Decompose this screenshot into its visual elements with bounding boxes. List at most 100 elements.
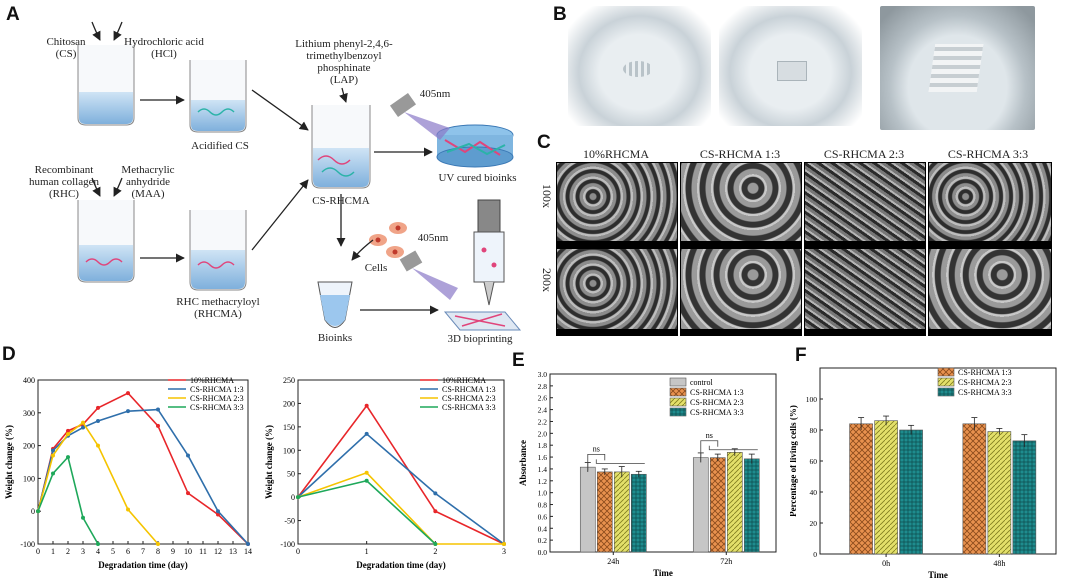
beaker-rhc	[77, 200, 135, 283]
sem-image	[680, 162, 802, 248]
x-axis-label: Degradation time (day)	[356, 560, 446, 570]
bar	[630, 473, 647, 553]
legend-label: control	[690, 378, 713, 387]
data-point	[502, 542, 506, 546]
bar	[579, 466, 596, 553]
y-tick-label: 200	[283, 399, 295, 408]
y-tick-label: 0.6	[538, 512, 548, 521]
series-line	[297, 404, 505, 545]
beaker-cs-rhcma	[311, 105, 371, 189]
series-line	[37, 455, 99, 545]
legend-swatch	[669, 387, 687, 397]
sem-col-label: 10%RHCMA	[582, 147, 649, 161]
photo-printed-scaffold	[880, 6, 1035, 130]
x-tick-label: 0	[36, 547, 40, 556]
x-tick-label: 5	[111, 547, 115, 556]
y-tick-label: 40	[810, 488, 818, 497]
plot-frame	[297, 379, 505, 545]
x-tick-label: 8	[156, 547, 160, 556]
x-tick-label: 0	[296, 547, 300, 556]
x-tick-label: 7	[141, 547, 145, 556]
legend-label: 10%RHCMA	[442, 376, 486, 385]
y-tick-label: 0.0	[538, 548, 548, 557]
photo-printed-grid	[568, 6, 711, 126]
label-cs-rhcma: CS-RHCMA	[312, 195, 370, 207]
legend-label: CS-RHCMA 3:3	[958, 388, 1012, 397]
sem-image	[928, 162, 1052, 248]
legend-label: CS-RHCMA 1:3	[958, 368, 1012, 377]
chart-absorbance: 0.00.20.40.60.81.01.21.41.61.82.02.22.42…	[518, 370, 777, 578]
y-tick-label: 1.2	[538, 477, 548, 486]
beaker-rhcma	[189, 210, 247, 291]
bar	[709, 457, 726, 553]
y-tick-label: -100	[20, 540, 35, 549]
bar	[613, 471, 630, 553]
y-axis-label: Weight change (%)	[264, 425, 274, 499]
data-point	[96, 405, 100, 410]
bar	[874, 420, 898, 555]
sem-image	[556, 248, 678, 336]
sem-row-label: 200x	[540, 268, 554, 292]
data-point	[66, 428, 70, 433]
data-point	[216, 512, 220, 517]
x-tick-label: 2	[433, 547, 437, 556]
bar	[1012, 440, 1037, 555]
x-tick-label: 3	[502, 547, 506, 556]
y-tick-label: 0	[291, 493, 295, 502]
legend-label: CS-RHCMA 2:3	[442, 394, 496, 403]
x-tick-label: 1	[51, 547, 55, 556]
plot-frame	[549, 373, 777, 553]
data-point	[364, 470, 369, 475]
y-tick-label: 400	[23, 376, 35, 385]
label-rhcma: RHC methacryloyl (RHCMA)	[176, 296, 260, 320]
legend-swatch	[669, 377, 687, 387]
label-405nm-top: 405nm	[419, 88, 451, 100]
data-point	[433, 542, 438, 546]
legend-label: CS-RHCMA 2:3	[958, 378, 1012, 387]
x-tick-label: 9	[171, 547, 175, 556]
data-point	[364, 478, 369, 483]
y-tick-label: 100	[806, 395, 818, 404]
x-axis-label: Degradation time (day)	[98, 560, 188, 570]
label-405nm-bottom: 405nm	[417, 232, 449, 244]
x-axis-label: Time	[928, 570, 948, 580]
data-point	[186, 453, 190, 458]
data-point	[66, 455, 70, 460]
legend-label: CS-RHCMA 2:3	[190, 394, 244, 403]
y-tick-label: 1.6	[538, 453, 548, 462]
label-3d-bioprinting: 3D bioprinting	[447, 333, 513, 345]
label-chitosan: Chitosan (CS)	[46, 36, 86, 60]
y-tick-label: 0.4	[538, 524, 548, 533]
y-tick-label: 80	[810, 426, 818, 435]
label-cells: Cells	[364, 262, 388, 274]
y-tick-label: 0.8	[538, 501, 548, 510]
label-bioinks: Bioinks	[317, 332, 353, 344]
sem-image	[804, 248, 926, 336]
data-point	[51, 448, 55, 453]
y-tick-label: 2.0	[538, 429, 548, 438]
data-point	[51, 453, 55, 458]
uv-cured-dish	[436, 124, 514, 168]
label-uv-cured: UV cured bioinks	[438, 172, 517, 184]
label-lap: Lithium phenyl-2,4,6- trimethylbenzoyl p…	[295, 38, 393, 86]
sem-image	[928, 248, 1052, 336]
series-line	[37, 408, 249, 545]
x-tick-label: 3	[81, 547, 85, 556]
panel-label-e: E	[512, 350, 525, 371]
legend-swatch	[937, 377, 955, 387]
significance-bracket	[708, 445, 758, 451]
data-point	[81, 515, 85, 520]
data-point	[156, 407, 160, 412]
data-point	[126, 507, 130, 512]
photo-printed-cube	[719, 6, 862, 126]
legend-swatch	[669, 407, 687, 417]
y-tick-label: 300	[23, 409, 35, 418]
x-tick-label: 1	[365, 547, 369, 556]
uv-lamp-icon	[389, 92, 450, 140]
y-tick-label: -50	[284, 517, 295, 526]
data-point	[156, 542, 160, 546]
sem-col-label: CS-RHCMA 3:3	[947, 147, 1029, 161]
bar	[726, 452, 743, 553]
